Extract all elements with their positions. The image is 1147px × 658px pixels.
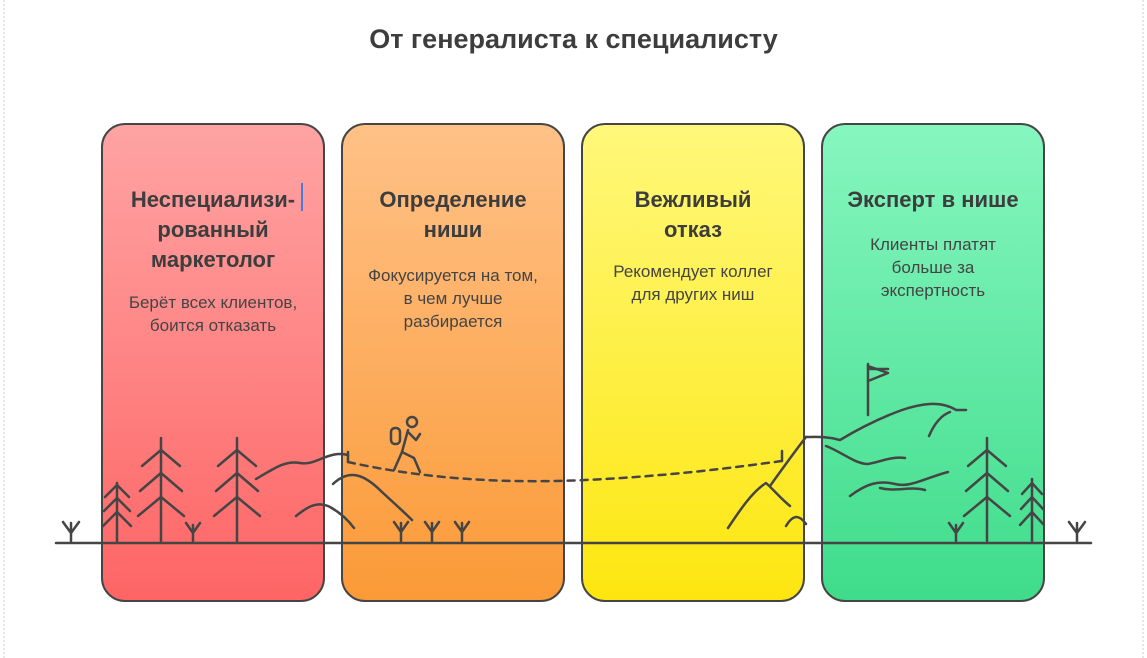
stage-title-line: Определение — [379, 187, 527, 212]
stage-title: Эксперт в нише — [831, 185, 1035, 215]
stage-description-line: больше за — [891, 258, 975, 277]
stage-title: Неспециализи- рованный маркетолог — [111, 185, 315, 275]
stage-description-line: Берёт всех клиентов, — [128, 293, 298, 312]
stage-title: Вежливый отказ — [591, 185, 795, 245]
stage-title-line: ниши — [423, 217, 483, 242]
stage-description-line: Фокусируется на том, — [368, 266, 538, 285]
stage-description: Рекомендует коллег для других ниш — [597, 260, 789, 306]
stage-title-line: маркетолог — [150, 247, 276, 272]
left-dotted-edge — [3, 0, 5, 658]
page-title: От генералиста к специалисту — [369, 24, 778, 54]
stage-card-refusal: Вежливый отказ Рекомендует коллег для др… — [581, 123, 805, 602]
right-dotted-edge — [1142, 0, 1144, 658]
stage-description-line: разбирается — [403, 312, 503, 331]
stage-description-line: Рекомендует коллег — [613, 262, 773, 281]
stage-title-line: Неспециализи- — [130, 187, 296, 212]
stage-title-line: отказ — [663, 217, 723, 242]
stage-description-line: боится отказать — [149, 316, 277, 335]
stage-card-generalist: Неспециализи- рованный маркетолог Берёт … — [101, 123, 325, 602]
stage-description: Берёт всех клиентов, боится отказать — [117, 291, 309, 337]
stage-description-line: экспертность — [880, 281, 986, 300]
stage-description: Фокусируется на том, в чем лучше разбира… — [357, 264, 549, 333]
stage-title-line: рованный — [157, 217, 269, 242]
text-cursor — [301, 183, 303, 211]
stage-title-line: Эксперт в нише — [847, 187, 1019, 212]
stage-card-niche: Определение ниши Фокусируется на том, в … — [341, 123, 565, 602]
stage-description-line: в чем лучше — [403, 289, 503, 308]
stage-description: Клиенты платят больше за экспертность — [837, 233, 1029, 302]
stage-description-line: Клиенты платят — [870, 235, 996, 254]
stage-title-line: Вежливый — [634, 187, 752, 212]
stage-card-expert: Эксперт в нише Клиенты платят больше за … — [821, 123, 1045, 602]
stage-description-line: для других ниш — [631, 285, 755, 304]
stage-title: Определение ниши — [351, 185, 555, 245]
